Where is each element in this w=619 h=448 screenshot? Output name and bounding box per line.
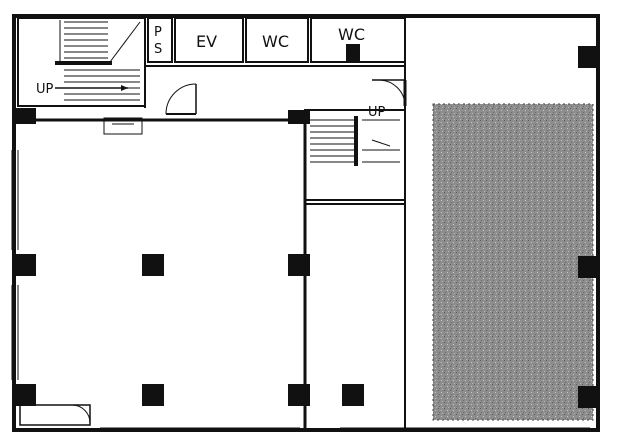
up-label-left: UP bbox=[36, 82, 54, 97]
column bbox=[578, 386, 598, 408]
column bbox=[578, 46, 598, 68]
stair-center bbox=[304, 109, 406, 201]
wc-right-label: WC bbox=[338, 25, 365, 44]
office-room bbox=[16, 110, 406, 428]
left-window bbox=[11, 150, 19, 380]
column bbox=[14, 384, 36, 406]
outer-walls bbox=[12, 14, 600, 432]
column bbox=[142, 254, 164, 276]
up-label-right: UP bbox=[368, 105, 386, 120]
columns bbox=[14, 46, 598, 408]
wc-right-column bbox=[346, 44, 360, 62]
column bbox=[142, 384, 164, 406]
column bbox=[288, 110, 310, 124]
ps-shaft bbox=[147, 17, 173, 63]
stair-door-right bbox=[372, 79, 407, 107]
elevator bbox=[174, 17, 244, 63]
ps-label-bottom: S bbox=[154, 42, 162, 57]
ps-label-top: P bbox=[154, 25, 162, 40]
shaded-tenant-area bbox=[432, 103, 594, 421]
corridor-door bbox=[165, 83, 197, 115]
office-fixture bbox=[103, 117, 143, 135]
wc-left bbox=[245, 17, 309, 63]
column bbox=[14, 254, 36, 276]
column bbox=[288, 254, 310, 276]
entrance-door bbox=[19, 404, 91, 426]
wc-left-label: WC bbox=[262, 32, 289, 51]
stair-left bbox=[17, 17, 146, 107]
column bbox=[288, 384, 310, 406]
elevator-label: EV bbox=[196, 32, 217, 51]
column bbox=[14, 108, 36, 124]
column bbox=[342, 384, 364, 406]
column bbox=[578, 256, 598, 278]
